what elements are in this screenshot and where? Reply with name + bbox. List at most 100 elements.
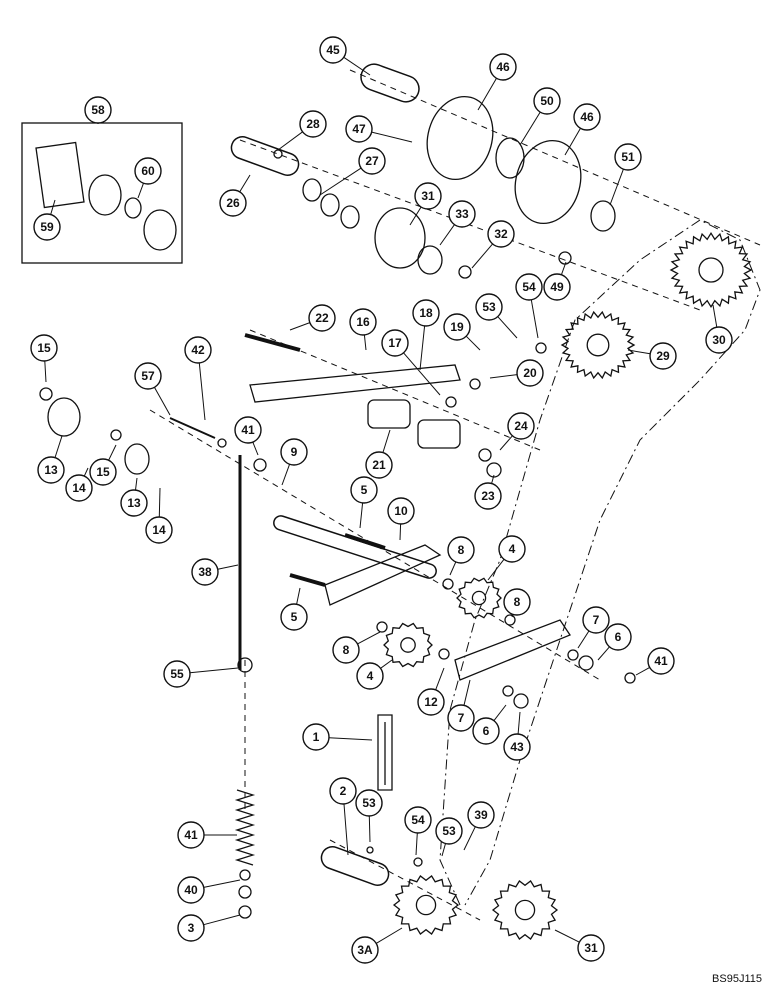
callout-number: 7 (458, 711, 465, 725)
callout-leader (609, 169, 624, 206)
callout-circle (30, 334, 58, 362)
callout-31: 31 (414, 182, 442, 210)
callout-20: 20 (516, 359, 544, 387)
callout-number: 6 (483, 724, 490, 738)
chain-43 (377, 714, 393, 791)
callout-number: 18 (419, 306, 433, 320)
callout-leader (597, 646, 610, 661)
callout-16: 16 (349, 308, 377, 336)
sprocket-3 (392, 875, 460, 935)
bearing-housing-13-b (124, 443, 150, 475)
callout-leader (449, 561, 457, 576)
flange-59-a (88, 174, 122, 216)
callout-leader (517, 711, 521, 735)
callout-circle (448, 200, 476, 228)
callout-leader (217, 564, 239, 570)
callout-number: 54 (522, 280, 536, 294)
callout-leader (489, 374, 518, 379)
callout-number: 17 (388, 336, 402, 350)
callout-number: 30 (712, 333, 726, 347)
callout-number: 58 (91, 103, 105, 117)
callout-number: 13 (44, 463, 58, 477)
callout-leader (403, 352, 441, 396)
callout-number: 5 (361, 483, 368, 497)
sprocket-4-lower-hub (400, 637, 416, 653)
callout-leader (435, 667, 445, 691)
callout-circle (577, 934, 605, 962)
callout-circle (503, 733, 531, 761)
callout-circle (647, 647, 675, 675)
callout-leader (564, 128, 581, 156)
callout-3a: 3A (351, 936, 379, 964)
callout-circle (507, 412, 535, 440)
plate-12 (454, 619, 571, 681)
callout-15: 15 (30, 334, 58, 362)
callout-circle (447, 704, 475, 732)
callout-circle (191, 558, 219, 586)
callout-number: 26 (226, 196, 240, 210)
callout-circle (349, 308, 377, 336)
rubber-block-21-b (417, 419, 461, 449)
spring-39 (234, 789, 256, 866)
callout-circle (474, 482, 502, 510)
callout-5: 5 (280, 603, 308, 631)
callout-number: 12 (424, 695, 438, 709)
sprocket-4-upper (456, 577, 502, 619)
shaft-45 (360, 63, 420, 103)
callout-circle (414, 182, 442, 210)
callout-circle (705, 326, 733, 354)
callout-17: 17 (381, 329, 409, 357)
callout-leader (409, 206, 422, 226)
callout-circle (234, 416, 262, 444)
callout-number: 27 (365, 154, 379, 168)
callout-53: 53 (475, 293, 503, 321)
callout-circle (33, 213, 61, 241)
callout-circle (280, 438, 308, 466)
sprocket-3a-hub (514, 899, 536, 921)
callout-circle (280, 603, 308, 631)
callout-leader (497, 316, 518, 339)
callout-leader (289, 322, 310, 331)
collar-51 (590, 200, 616, 232)
callout-circle (435, 817, 463, 845)
callout-number: 51 (621, 150, 635, 164)
callout-circle (350, 476, 378, 504)
callout-circle (177, 821, 205, 849)
callout-number: 55 (170, 667, 184, 681)
callout-leader (477, 77, 497, 111)
callout-circle (503, 588, 531, 616)
inset-box (21, 122, 183, 264)
callout-32: 32 (487, 220, 515, 248)
callout-54: 54 (515, 273, 543, 301)
callout-46: 46 (573, 103, 601, 131)
plate-18 (249, 364, 461, 403)
callout-circle (65, 474, 93, 502)
callout-circle (358, 147, 386, 175)
callout-27: 27 (358, 147, 386, 175)
callout-circle (163, 660, 191, 688)
bolt-5-lower (289, 573, 326, 587)
callout-23: 23 (474, 482, 502, 510)
callout-number: 40 (184, 883, 198, 897)
bearing-housing-13-a (47, 397, 81, 437)
callout-circle (515, 273, 543, 301)
callout-21: 21 (365, 451, 393, 479)
callout-circle (467, 801, 495, 829)
callout-47: 47 (345, 115, 373, 143)
callout-5: 5 (350, 476, 378, 504)
callout-circle (145, 516, 173, 544)
callout-6: 6 (604, 623, 632, 651)
callout-number: 14 (72, 481, 86, 495)
callout-3: 3 (177, 914, 205, 942)
callout-circle (516, 359, 544, 387)
callout-24: 24 (507, 412, 535, 440)
sprocket-4-lower (383, 622, 433, 668)
pin-57 (169, 417, 216, 439)
callout-leader (487, 558, 505, 581)
callout-31: 31 (577, 934, 605, 962)
callout-circle (134, 362, 162, 390)
callout-circle (487, 220, 515, 248)
callout-circle (302, 723, 330, 751)
